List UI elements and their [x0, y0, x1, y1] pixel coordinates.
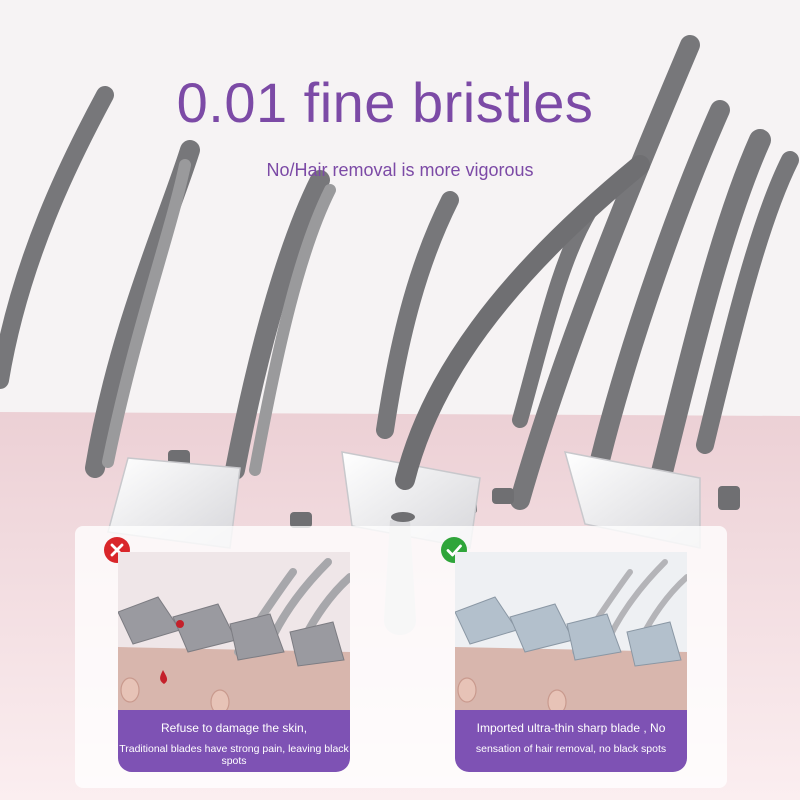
subheadline: No/Hair removal is more vigorous	[266, 160, 534, 180]
ultra-thin-blade-caption: Imported ultra-thin sharp blade , No sen…	[455, 710, 687, 772]
ultra-thin-blade-illustration	[455, 552, 687, 710]
caption-line-2: sensation of hair removal, no black spot…	[475, 743, 667, 755]
caption-line-1: Imported ultra-thin sharp blade , No	[476, 721, 666, 735]
traditional-blade-card: Refuse to damage the skin, Traditional b…	[104, 526, 350, 788]
traditional-blade-illustration	[118, 552, 350, 710]
caption-line-2: Traditional blades have strong pain, lea…	[119, 743, 349, 767]
ultra-thin-blade-card: Imported ultra-thin sharp blade , No sen…	[441, 526, 687, 788]
caption-line-1: Refuse to damage the skin,	[160, 721, 308, 735]
comparison-panel: Refuse to damage the skin, Traditional b…	[75, 526, 727, 788]
headline: 0.01 fine bristles	[176, 71, 594, 134]
traditional-blade-caption: Refuse to damage the skin, Traditional b…	[118, 710, 350, 772]
